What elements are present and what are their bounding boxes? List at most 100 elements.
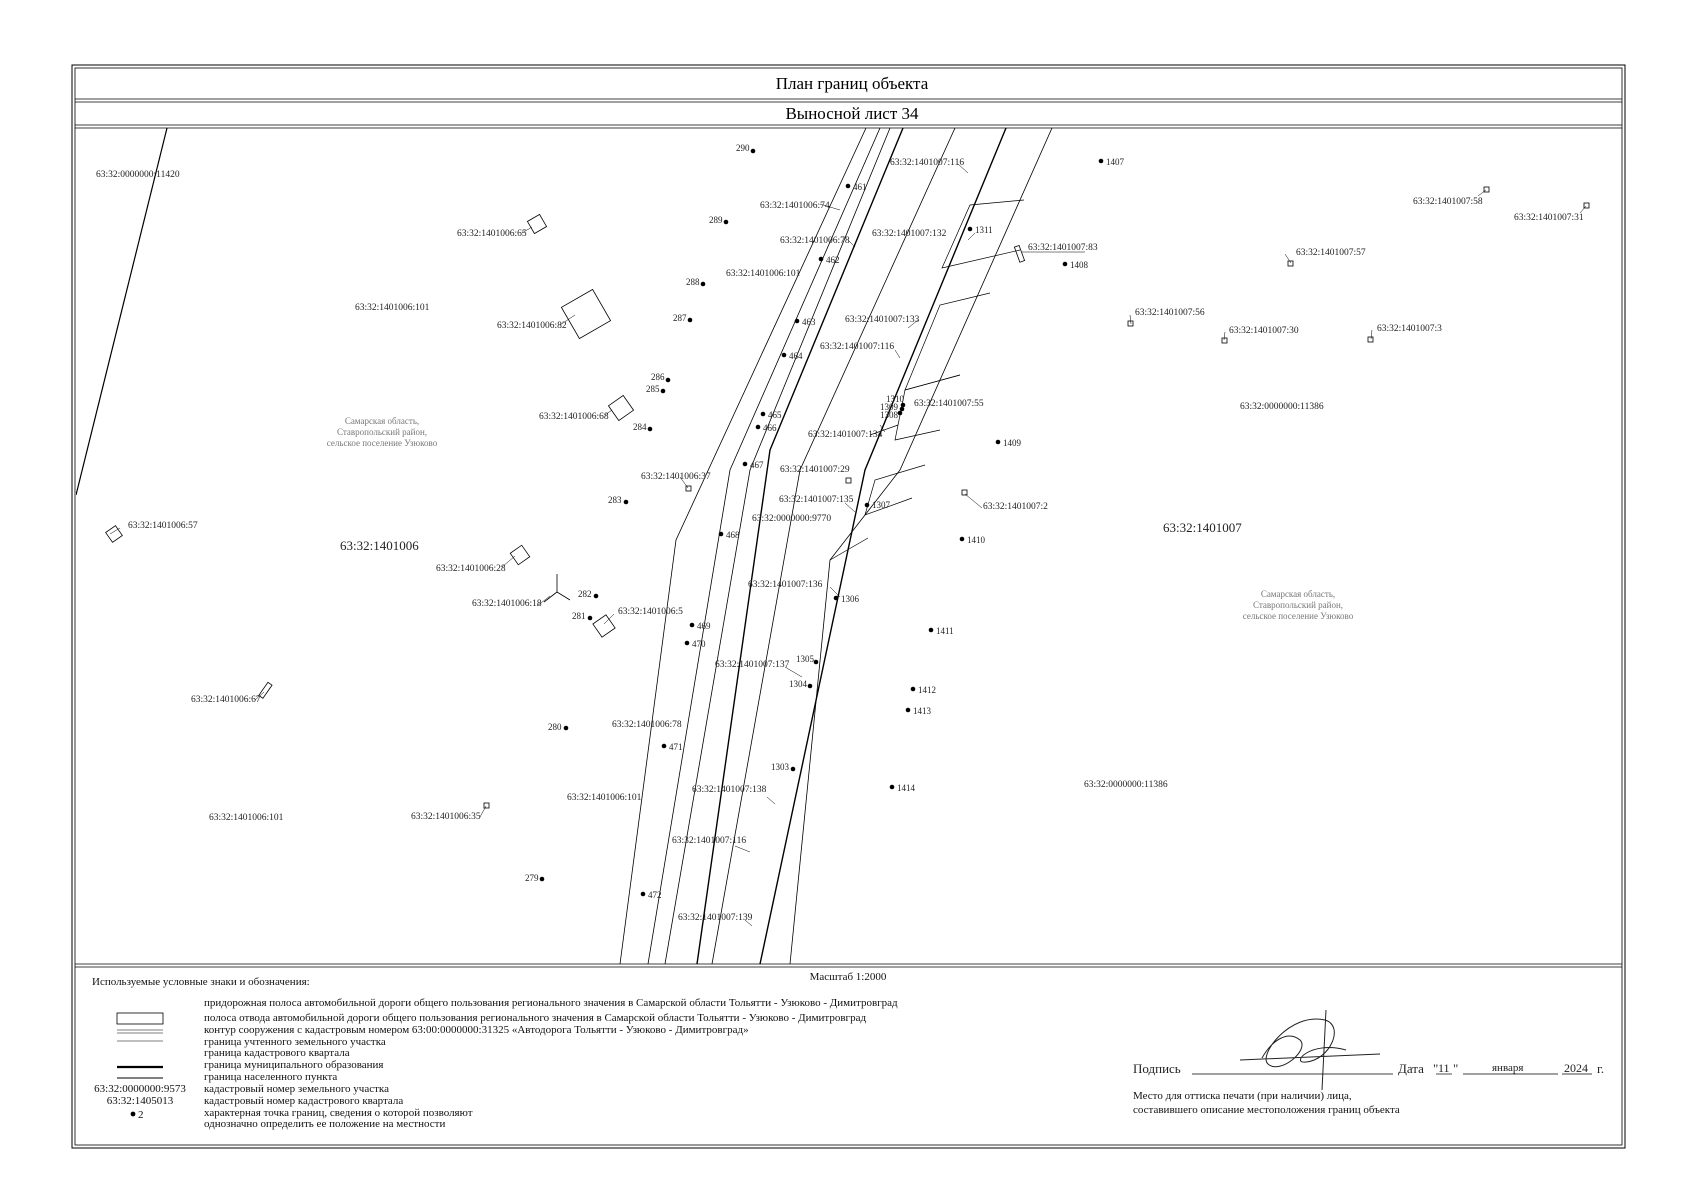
boundary-point [623, 499, 629, 505]
parcel-label: 63:32:1401006:57 [128, 521, 198, 531]
boundary-point [959, 536, 965, 542]
svg-text:1304: 1304 [789, 679, 808, 689]
legend-item: придорожная полоса автомобильной дороги … [204, 997, 898, 1009]
parcel-label: 63:32:1401007:30 [1229, 326, 1299, 336]
legend-item: граница учтенного земельного участка [204, 1036, 386, 1048]
legend-item: контур сооружения с кадастровым номером … [204, 1024, 749, 1036]
svg-text:1414: 1414 [897, 783, 916, 793]
svg-text:469: 469 [697, 621, 711, 631]
parcel-label: 63:32:1401006:101 [726, 269, 801, 279]
parcel-label: 63:32:0000000:11386 [1240, 402, 1324, 412]
parcel-label: 63:32:1401006:68 [539, 412, 609, 422]
svg-text:1310: 1310 [886, 394, 905, 404]
boundary-point [845, 183, 851, 189]
boundary-point [818, 256, 824, 262]
svg-text:Самарская область,: Самарская область, [345, 416, 419, 426]
svg-text:1309: 1309 [880, 402, 899, 412]
svg-text:285: 285 [646, 384, 660, 394]
parcel-label: 63:32:1401006:37 [641, 472, 711, 482]
svg-text:464: 464 [789, 351, 803, 361]
parcel-label: 63:32:1401007:136 [748, 580, 823, 590]
svg-text:283: 283 [608, 495, 622, 505]
parcel-label: 63:32:1401006:78 [612, 720, 682, 730]
boundary-points [539, 148, 1104, 897]
svg-text:281: 281 [572, 611, 586, 621]
svg-text:279: 279 [525, 873, 539, 883]
parcel-label: 63:32:1401007:134 [808, 430, 883, 440]
svg-text:": " [1453, 1061, 1458, 1076]
outer-frame [71, 64, 1626, 1149]
legend-item: граница населенного пункта [204, 1071, 337, 1083]
boundary-point [967, 226, 973, 232]
leader-lines [109, 163, 1587, 927]
parcel-label: 63:32:1401006:18 [472, 599, 542, 609]
svg-text:1307: 1307 [872, 500, 891, 510]
parcel-label: 63:32:1401007:31 [1514, 213, 1584, 223]
municipal-boundary [76, 128, 168, 496]
boundary-point-labels: 290 461 289 462 288 287 463 464 286 285 … [525, 143, 1125, 900]
boundary-point [1098, 158, 1104, 164]
parcel-label: 63:32:1401007:116 [890, 158, 964, 168]
quarter-label-1401006: 63:32:1401006 [340, 538, 419, 553]
scale-label: Масштаб 1:2000 [810, 971, 887, 983]
boundary-point [833, 595, 839, 601]
svg-text:1407: 1407 [1106, 157, 1125, 167]
boundary-point [995, 439, 1001, 445]
legend-item: кадастровый номер земельного участка [204, 1083, 389, 1095]
boundary-point [718, 531, 724, 537]
parcel-label: 63:32:1401006:82 [497, 321, 567, 331]
svg-text:1303: 1303 [771, 762, 790, 772]
legend-sample-quarter: 63:32:1405013 [107, 1095, 174, 1107]
boundary-point [640, 891, 646, 897]
boundary-point [689, 622, 695, 628]
parcel-label: 63:32:1401007:83 [1028, 243, 1098, 253]
svg-text:Ставропольский район,: Ставропольский район, [1253, 600, 1343, 610]
boundary-point [742, 461, 748, 467]
parcel-label: 63:32:1401007:56 [1135, 308, 1205, 318]
parcel-labels: 63:32:0000000:11420 63:32:1401006:65 63:… [96, 158, 1584, 923]
boundary-point [661, 743, 667, 749]
boundary-point [700, 281, 706, 287]
legend-roadside-symbol [116, 1012, 164, 1025]
stamp-note-2: составившего описание местоположения гра… [1133, 1104, 1400, 1116]
svg-text:462: 462 [826, 255, 840, 265]
legend-heading: Используемые условные знаки и обозначени… [92, 976, 310, 988]
parcel-label: 63:32:1401007:55 [914, 399, 984, 409]
svg-text:1306: 1306 [841, 594, 860, 604]
legend: Используемые условные знаки и обозначени… [92, 976, 898, 1130]
handwritten-signature [1239, 1009, 1381, 1091]
date-label: Дата [1398, 1061, 1424, 1076]
boundary-point [889, 784, 895, 790]
parcel-label: 63:32:1401007:139 [678, 913, 753, 923]
svg-text:290: 290 [736, 143, 750, 153]
boundary-point [593, 593, 599, 599]
boundary-point [910, 686, 916, 692]
svg-text:1308: 1308 [880, 410, 899, 420]
svg-text:1305: 1305 [796, 654, 815, 664]
boundary-point [660, 388, 666, 394]
svg-text:1413: 1413 [913, 706, 932, 716]
boundary-point [665, 377, 671, 383]
svg-text:сельское поселение Узюково: сельское поселение Узюково [1243, 611, 1354, 621]
map-area: 63:32:1401006 63:32:1401007 Самарская об… [76, 128, 1590, 964]
boundary-point [781, 352, 787, 358]
parcel-label: 63:32:1401007:132 [872, 229, 947, 239]
boundary-point [899, 406, 905, 412]
legend-sample-parcel: 63:32:0000000:9573 [94, 1083, 186, 1095]
svg-text:465: 465 [768, 410, 782, 420]
parcel-label: 63:32:1401007:116 [820, 342, 894, 352]
parcel-label: 63:32:0000000:11386 [1084, 780, 1168, 790]
parcel-label: 63:32:1401007:135 [779, 495, 854, 505]
date-month: января [1492, 1062, 1523, 1074]
legend-sample-point: 2 [138, 1109, 144, 1121]
parcel-label: 63:32:0000000:9770 [752, 514, 831, 524]
parcel-label: 63:32:1401006:101 [355, 303, 430, 313]
sheet-subtitle: Выносной лист 34 [785, 104, 919, 123]
legend-item: кадастровый номер кадастрового квартала [204, 1095, 403, 1107]
boundary-point [684, 640, 690, 646]
boundary-point [539, 876, 545, 882]
svg-text:468: 468 [726, 530, 740, 540]
svg-text:472: 472 [648, 890, 662, 900]
svg-text:Самарская область,: Самарская область, [1261, 589, 1335, 599]
